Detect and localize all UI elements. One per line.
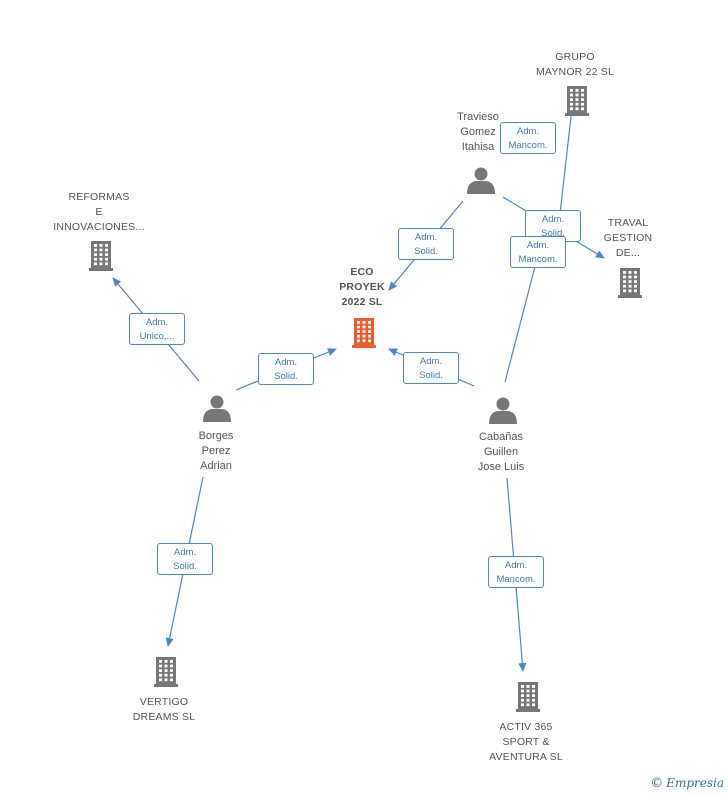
building-icon-vertigo[interactable] [154,657,178,687]
node-label-line: Gomez [460,126,496,138]
edge-label-cabanas-grupo[interactable]: Adm. Mancom. [510,236,566,268]
person-icon-borges[interactable] [203,395,231,423]
node-label-line: Jose Luis [477,461,525,473]
node-label-line: 2022 SL [341,296,383,308]
edge-label-line: Adm. [145,317,169,328]
edge-label-travieso-eco[interactable]: Adm. Solid. [398,228,454,260]
node-label-line: Adrian [200,460,232,472]
edge-label-line: Solid. [173,561,197,572]
node-label-line: REFORMAS [68,191,130,203]
node-label-line: TRAVAL [607,217,649,229]
node-label-line: Itahisa [461,141,495,153]
edge-label-line: Adm. [526,240,550,251]
node-label-line: AVENTURA SL [489,751,563,763]
node-label-line: VERTIGO [139,696,189,708]
edge-label-line: Adm. [504,560,528,571]
node-label-line: MAYNOR 22 SL [535,66,615,78]
person-icon-cabanas[interactable] [489,397,517,425]
building-icon-grupo[interactable] [565,86,589,116]
node-label-reformas[interactable]: REFORMAS E INNOVACIONES... [53,190,145,235]
node-label-vertigo[interactable]: VERTIGO DREAMS SL [133,695,195,725]
edge-label-line: Solid. [274,371,298,382]
edge-label-line: Solid. [541,228,565,239]
node-label-line: ACTIV 365 [499,721,553,733]
node-label-line: Cabañas [478,431,524,443]
node-label-line: GRUPO [555,51,595,63]
edge-label-cabanas-eco[interactable]: Adm. Solid. [403,352,459,384]
edge-label-line: Adm. [516,126,540,137]
edge-label-borges-eco[interactable]: Adm. Solid. [258,353,314,385]
edge-label-line: Mancom. [496,574,536,585]
brand-name: Empresia [666,776,724,790]
node-label-traval[interactable]: TRAVAL GESTION DE... [604,216,653,261]
edge-label-line: Adm. [274,357,298,368]
node-label-line: Travieso [457,111,499,123]
edge-label-line: Adm. [173,547,197,558]
edge-label-travieso-grupo[interactable]: Adm. Mancom. [500,122,556,154]
edge-label-borges-reformas[interactable]: Adm. Unico,... [129,313,185,345]
node-label-line: Borges [198,430,234,442]
node-label-line: INNOVACIONES... [53,221,145,233]
node-label-line: E [95,206,103,218]
building-icon-activ[interactable] [516,682,540,712]
edge-label-line: Solid. [414,246,438,257]
node-label-eco[interactable]: ECO PROYEK 2022 SL [339,265,385,310]
edge-label-line: Mancom. [518,254,558,265]
edge-label-line: Mancom. [508,140,548,151]
edge-label-line: Adm. [541,214,565,225]
person-icon-travieso[interactable] [467,167,495,195]
node-label-line: Perez [201,445,231,457]
building-icon-eco[interactable] [352,318,376,348]
edge-label-line: Adm. [419,356,443,367]
edge-label-cabanas-activ[interactable]: Adm. Mancom. [488,556,544,588]
edge-label-line: Unico,... [139,331,175,342]
edge-label-line: Solid. [419,370,443,381]
building-icon-traval[interactable] [618,268,642,298]
building-icon-reformas[interactable] [89,241,113,271]
edge-label-borges-vertigo[interactable]: Adm. Solid. [157,543,213,575]
node-label-line: SPORT & [502,736,550,748]
node-label-line: Guillen [483,446,519,458]
node-label-line: DREAMS SL [132,711,196,723]
edge-label-line: Adm. [414,232,438,243]
node-label-line: DE... [615,247,641,259]
node-label-line: ECO [350,266,374,278]
node-label-grupo[interactable]: GRUPO MAYNOR 22 SL [536,50,614,80]
node-label-line: PROYEK [339,281,385,293]
node-label-line: GESTION [603,232,653,244]
copyright-symbol: © [650,776,664,791]
copyright-notice: ©Empresia [650,776,724,791]
